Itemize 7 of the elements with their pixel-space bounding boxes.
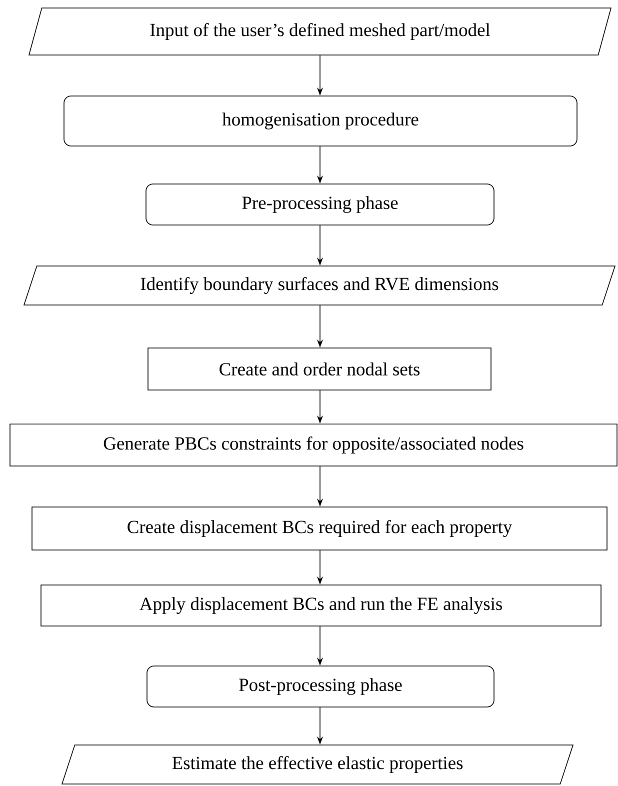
process-box: Create displacement BCs required for each property: [32, 506, 608, 550]
process-box: Create and order nodal sets: [148, 348, 492, 390]
process-box: Apply displacement BCs and run the FE analysis: [40, 584, 602, 626]
process-rounded-box: Post-processing phase: [146, 666, 494, 708]
process-rounded-box: homogenisation procedure: [64, 96, 578, 146]
process-box: Generate PBCs constraints for opposite/associated nodes: [10, 424, 618, 466]
process-rounded-box: Pre-processing phase: [146, 184, 494, 226]
